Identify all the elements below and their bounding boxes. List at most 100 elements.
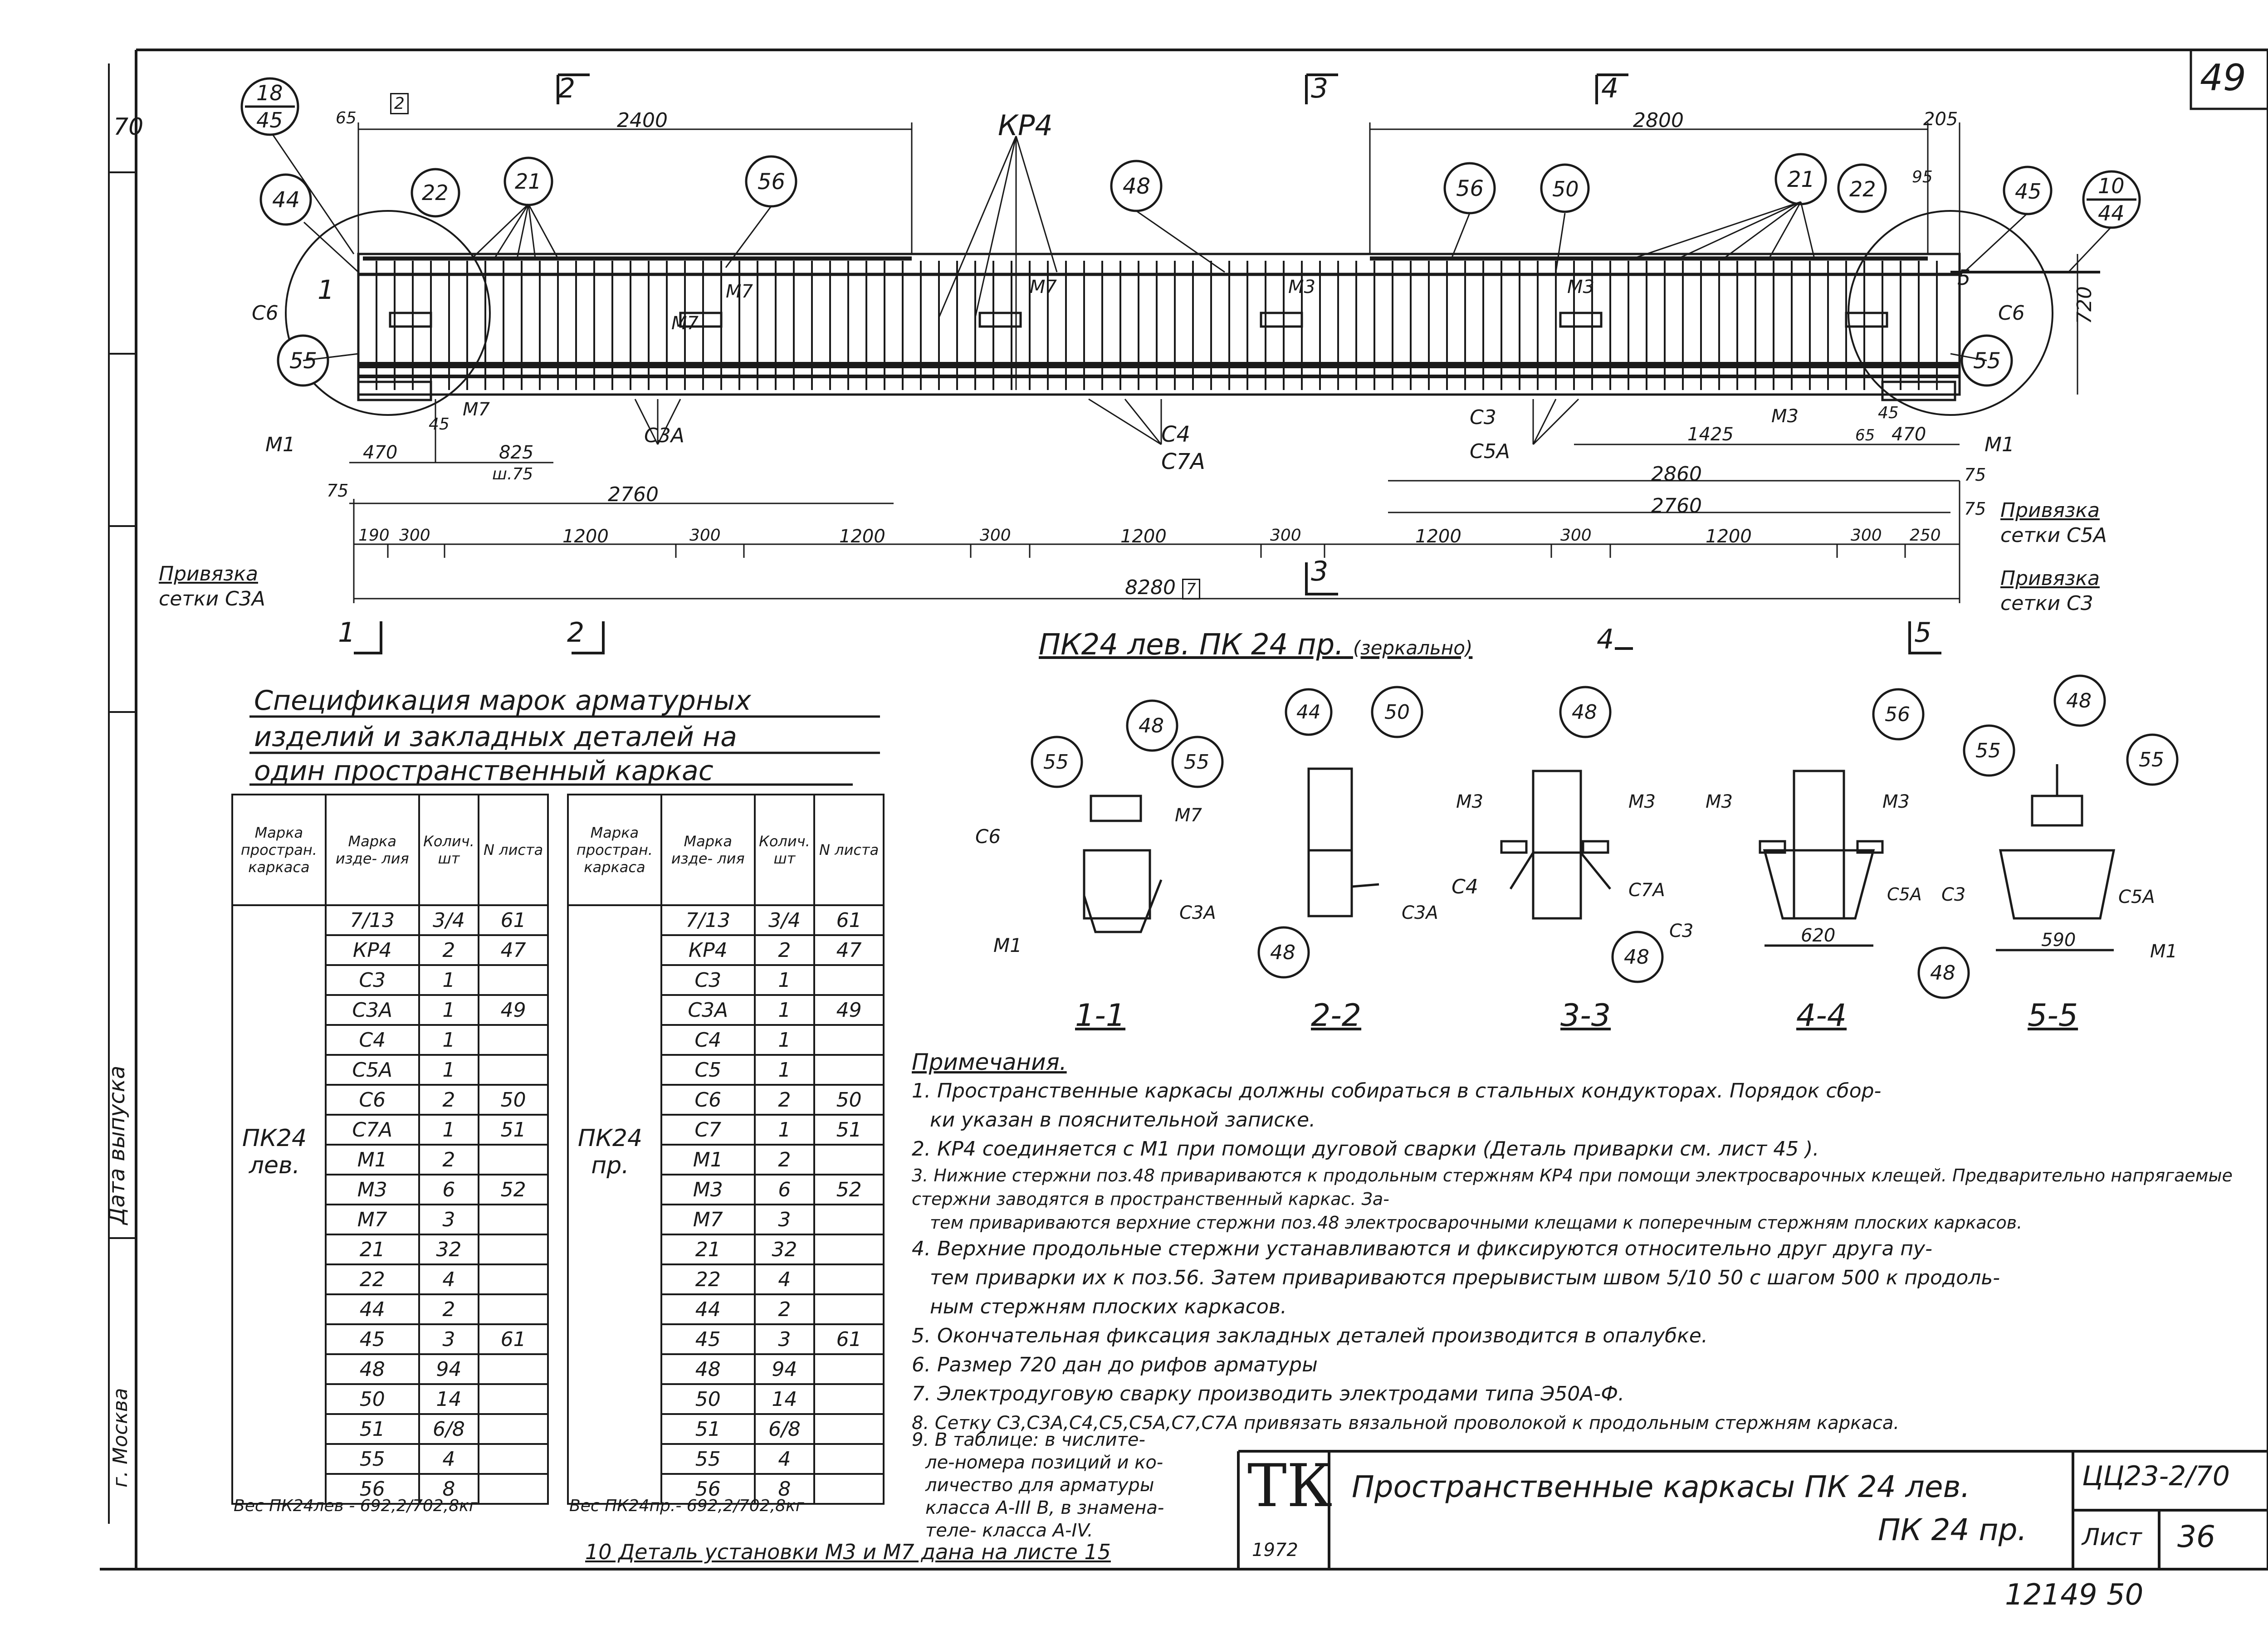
mark-box-2: 2 (390, 93, 409, 114)
spec-header-item-r: Марка изде- лия (660, 794, 756, 906)
spec-right-cell-sheet: 47 (813, 934, 885, 966)
note-10: 10 Деталь установки М3 и М7 дана на лист… (585, 1540, 1111, 1564)
dim-row-1200-4: 1200 (1415, 526, 1461, 547)
dim-row-300-6: 300 (1851, 526, 1882, 545)
spec-left-cell-item: 51 (324, 1413, 420, 1445)
spec-right-cell-sheet (813, 1263, 885, 1295)
s5-mark-m1: М1 (2150, 941, 2177, 962)
spec-left-cell-sheet (478, 964, 549, 996)
note-line-2: ки указан в пояснительной записке. (930, 1108, 1316, 1132)
note-9-line-2: ле-номера позиций и ко- (925, 1452, 1163, 1473)
title-block-logo: ТК (1247, 1451, 1333, 1520)
spec-right-cell-qty: 6 (753, 1174, 816, 1205)
spec-right-frame-cell (567, 904, 662, 935)
spec-right-cell-item: 45 (660, 1323, 756, 1355)
note-line-9: 5. Окончательная фиксация закладных дета… (912, 1324, 1708, 1347)
dim-row-1200-2: 1200 (839, 526, 885, 547)
note-line-11: 7. Электродуговую сварку производить эле… (912, 1382, 1625, 1405)
spec-right-cell-item: М1 (660, 1144, 756, 1176)
spec-left-frame-cell (231, 1324, 327, 1354)
spec-left-cell-qty: 8 (418, 1473, 480, 1505)
dim-205: 205 (1923, 109, 1958, 130)
spec-left-cell-qty: 1 (418, 994, 480, 1026)
mark-c6-right: С6 (1998, 302, 2025, 325)
spec-right-cell-qty: 2 (753, 1084, 816, 1116)
ref-55-right: 55 (1973, 348, 2001, 374)
cut-4-top: 4 (1601, 73, 1619, 104)
s3-mark-m3a: М3 (1456, 791, 1483, 812)
dim-2800: 2800 (1633, 109, 1684, 132)
spec-left-cell-qty: 6 (418, 1174, 480, 1205)
s3-mark-m3b: М3 (1628, 791, 1656, 812)
spec-left-cell-item: С5А (324, 1054, 420, 1086)
main-title: ПК24 лев. ПК 24 пр. (зеркально) (1039, 628, 1472, 662)
spec-right-cell-sheet: 52 (813, 1174, 885, 1205)
section-views (1083, 764, 2116, 951)
bottom-code: 12149 50 (2005, 1578, 2144, 1612)
note-line-10: 6. Размер 720 дан до рифов арматуры (912, 1353, 1318, 1376)
note-line-3: 2. КР4 соединяется с М1 при помощи дугов… (912, 1137, 1819, 1161)
ref-50: 50 (1552, 177, 1579, 201)
dim-2860: 2860 (1651, 463, 1702, 486)
note-9-line-5: теле- класса А-IV. (925, 1520, 1093, 1541)
spec-left-cell-item: 55 (324, 1443, 420, 1475)
note-9-block: 9. В таблице: в числите- ле-номера позиц… (912, 1429, 1164, 1542)
cut-4-bottom: 4 (1597, 624, 1614, 655)
note-line-1: 1. Пространственные каркасы должны собир… (912, 1079, 1882, 1102)
title-block-sheet-label: Лист (2082, 1524, 2142, 1551)
stirrups (376, 261, 1938, 390)
spec-right-cell-sheet: 51 (813, 1114, 885, 1146)
spec-right-cell-sheet (813, 964, 885, 996)
spec-left-cell-item: 50 (324, 1383, 420, 1415)
mark-c5a: С5А (1470, 440, 1510, 463)
cut-5-bottom: 5 (1914, 617, 1932, 649)
spec-left-cell-item: С3А (324, 994, 420, 1026)
mark-m7-1: М7 (726, 281, 753, 302)
spec-left-cell-qty: 6/8 (418, 1413, 480, 1445)
spec-title-2: изделий и закладных деталей на (254, 721, 737, 753)
s2-mark-c3a: С3А (1402, 902, 1438, 923)
s3-mark-c4: С4 (1452, 875, 1478, 898)
callout-c3-binding-2: сетки С3 (2000, 592, 2093, 615)
spec-left-cell-qty: 4 (418, 1443, 480, 1475)
spec-left-frame-cell (231, 1234, 327, 1264)
spec-right-cell-sheet (813, 1443, 885, 1475)
note-9-line-1: 9. В таблице: в числите- (912, 1429, 1145, 1450)
spec-right-cell-qty: 94 (753, 1353, 816, 1385)
spec-left-cell-sheet (478, 1473, 549, 1505)
spec-right-frame-cell (567, 995, 662, 1025)
mark-m3-1: М3 (1288, 277, 1315, 298)
spec-header-qty-r: Колич. шт (753, 794, 816, 906)
dim-65: 65 (336, 109, 357, 127)
spec-right-frame-cell (567, 1474, 662, 1505)
spec-left-cell-sheet (478, 1204, 549, 1235)
spec-right-frame-cell (567, 1294, 662, 1324)
dim-row-1200-5: 1200 (1706, 526, 1752, 547)
notes-block: Примечания. 1. Пространственные каркасы … (912, 1048, 2254, 1438)
s5-ref-48: 48 (2066, 689, 2092, 712)
section-1-1-label: 1-1 (1075, 998, 1126, 1034)
spec-left-cell-sheet (478, 1024, 549, 1056)
spec-right-cell-qty: 1 (753, 964, 816, 996)
spec-left-cell-item: С3 (324, 964, 420, 996)
spec-table-left: Марка простран. каркаса Марка изде- лия … (231, 794, 549, 906)
spec-right-cell-sheet (813, 1473, 885, 1505)
spec-left-weight: Вес ПК24лев - 692,2/702,8кг (234, 1497, 478, 1515)
spec-table-right: Марка простран. каркаса Марка изде- лия … (567, 794, 885, 906)
cut-3-bottom: 3 (1311, 556, 1329, 587)
dim-row-300-5: 300 (1560, 526, 1592, 545)
title-block-year: 1972 (1252, 1540, 1298, 1561)
spec-left-cell-item: С7А (324, 1114, 420, 1146)
top-left-mark: 70 (113, 113, 144, 141)
section-cuts (354, 73, 1941, 654)
mark-c4: С4 (1161, 422, 1191, 447)
